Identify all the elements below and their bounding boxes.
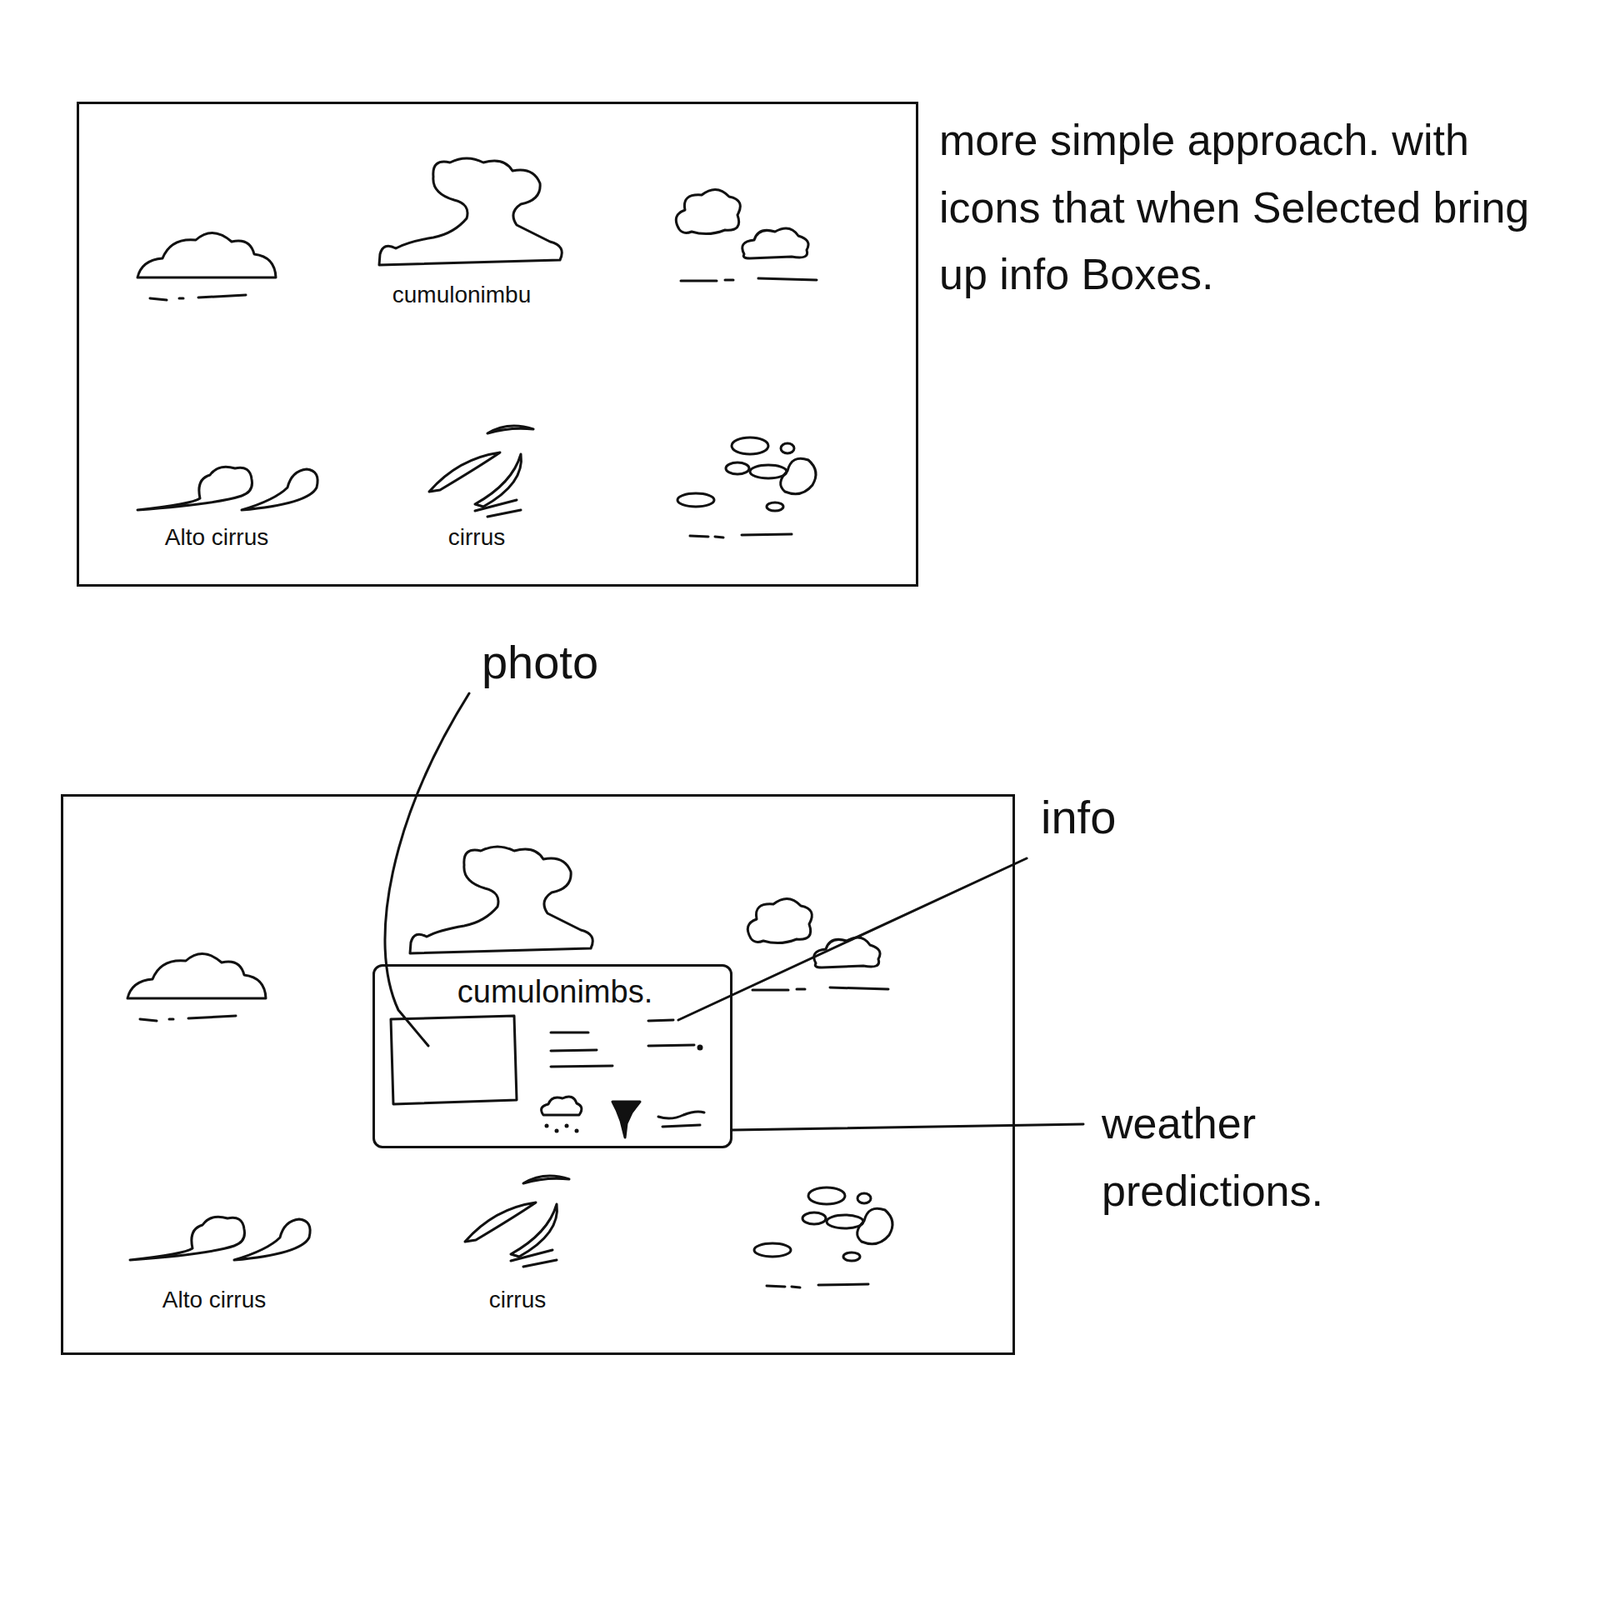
scattered-cloud-icon <box>677 437 816 538</box>
design-note: more simple approach. with icons that wh… <box>939 106 1540 309</box>
cloud-label: cirrus <box>489 1285 546 1315</box>
info-box: cumulonimbs. <box>372 964 733 1149</box>
callout-label: weather predictions. <box>1101 1090 1435 1225</box>
cloud-label: Alto cirrus <box>165 523 269 552</box>
wireframe-screen: Alto cirrus cirrus cumulonimbs. <box>60 794 1015 1355</box>
cumulonimbus-icon <box>410 846 593 954</box>
scattered-cloud-icon <box>754 1187 893 1288</box>
wireframe-screen: cumulonimbuAlto cirrus cirrus <box>76 101 919 587</box>
cumulus-icon <box>127 953 266 1021</box>
cirrus-icon <box>429 425 534 517</box>
cumulus-small-icon <box>675 189 817 281</box>
cloud-label: cirrus <box>448 523 505 552</box>
cloud-label: cumulonimbu <box>392 280 532 310</box>
altocirrus-icon <box>137 466 318 510</box>
info-box-title: cumulonimbs. <box>457 973 653 1012</box>
cirrus-icon <box>465 1175 570 1267</box>
cumulus-icon <box>137 232 276 300</box>
cloud-label: Alto cirrus <box>162 1285 266 1315</box>
callout-label: info <box>1040 781 1116 855</box>
altocirrus-icon <box>130 1216 310 1260</box>
callout-label: photo <box>481 626 599 700</box>
cumulus-small-icon <box>747 898 889 990</box>
cumulonimbus-icon <box>379 158 562 265</box>
weather-leader-line <box>732 1124 1084 1130</box>
